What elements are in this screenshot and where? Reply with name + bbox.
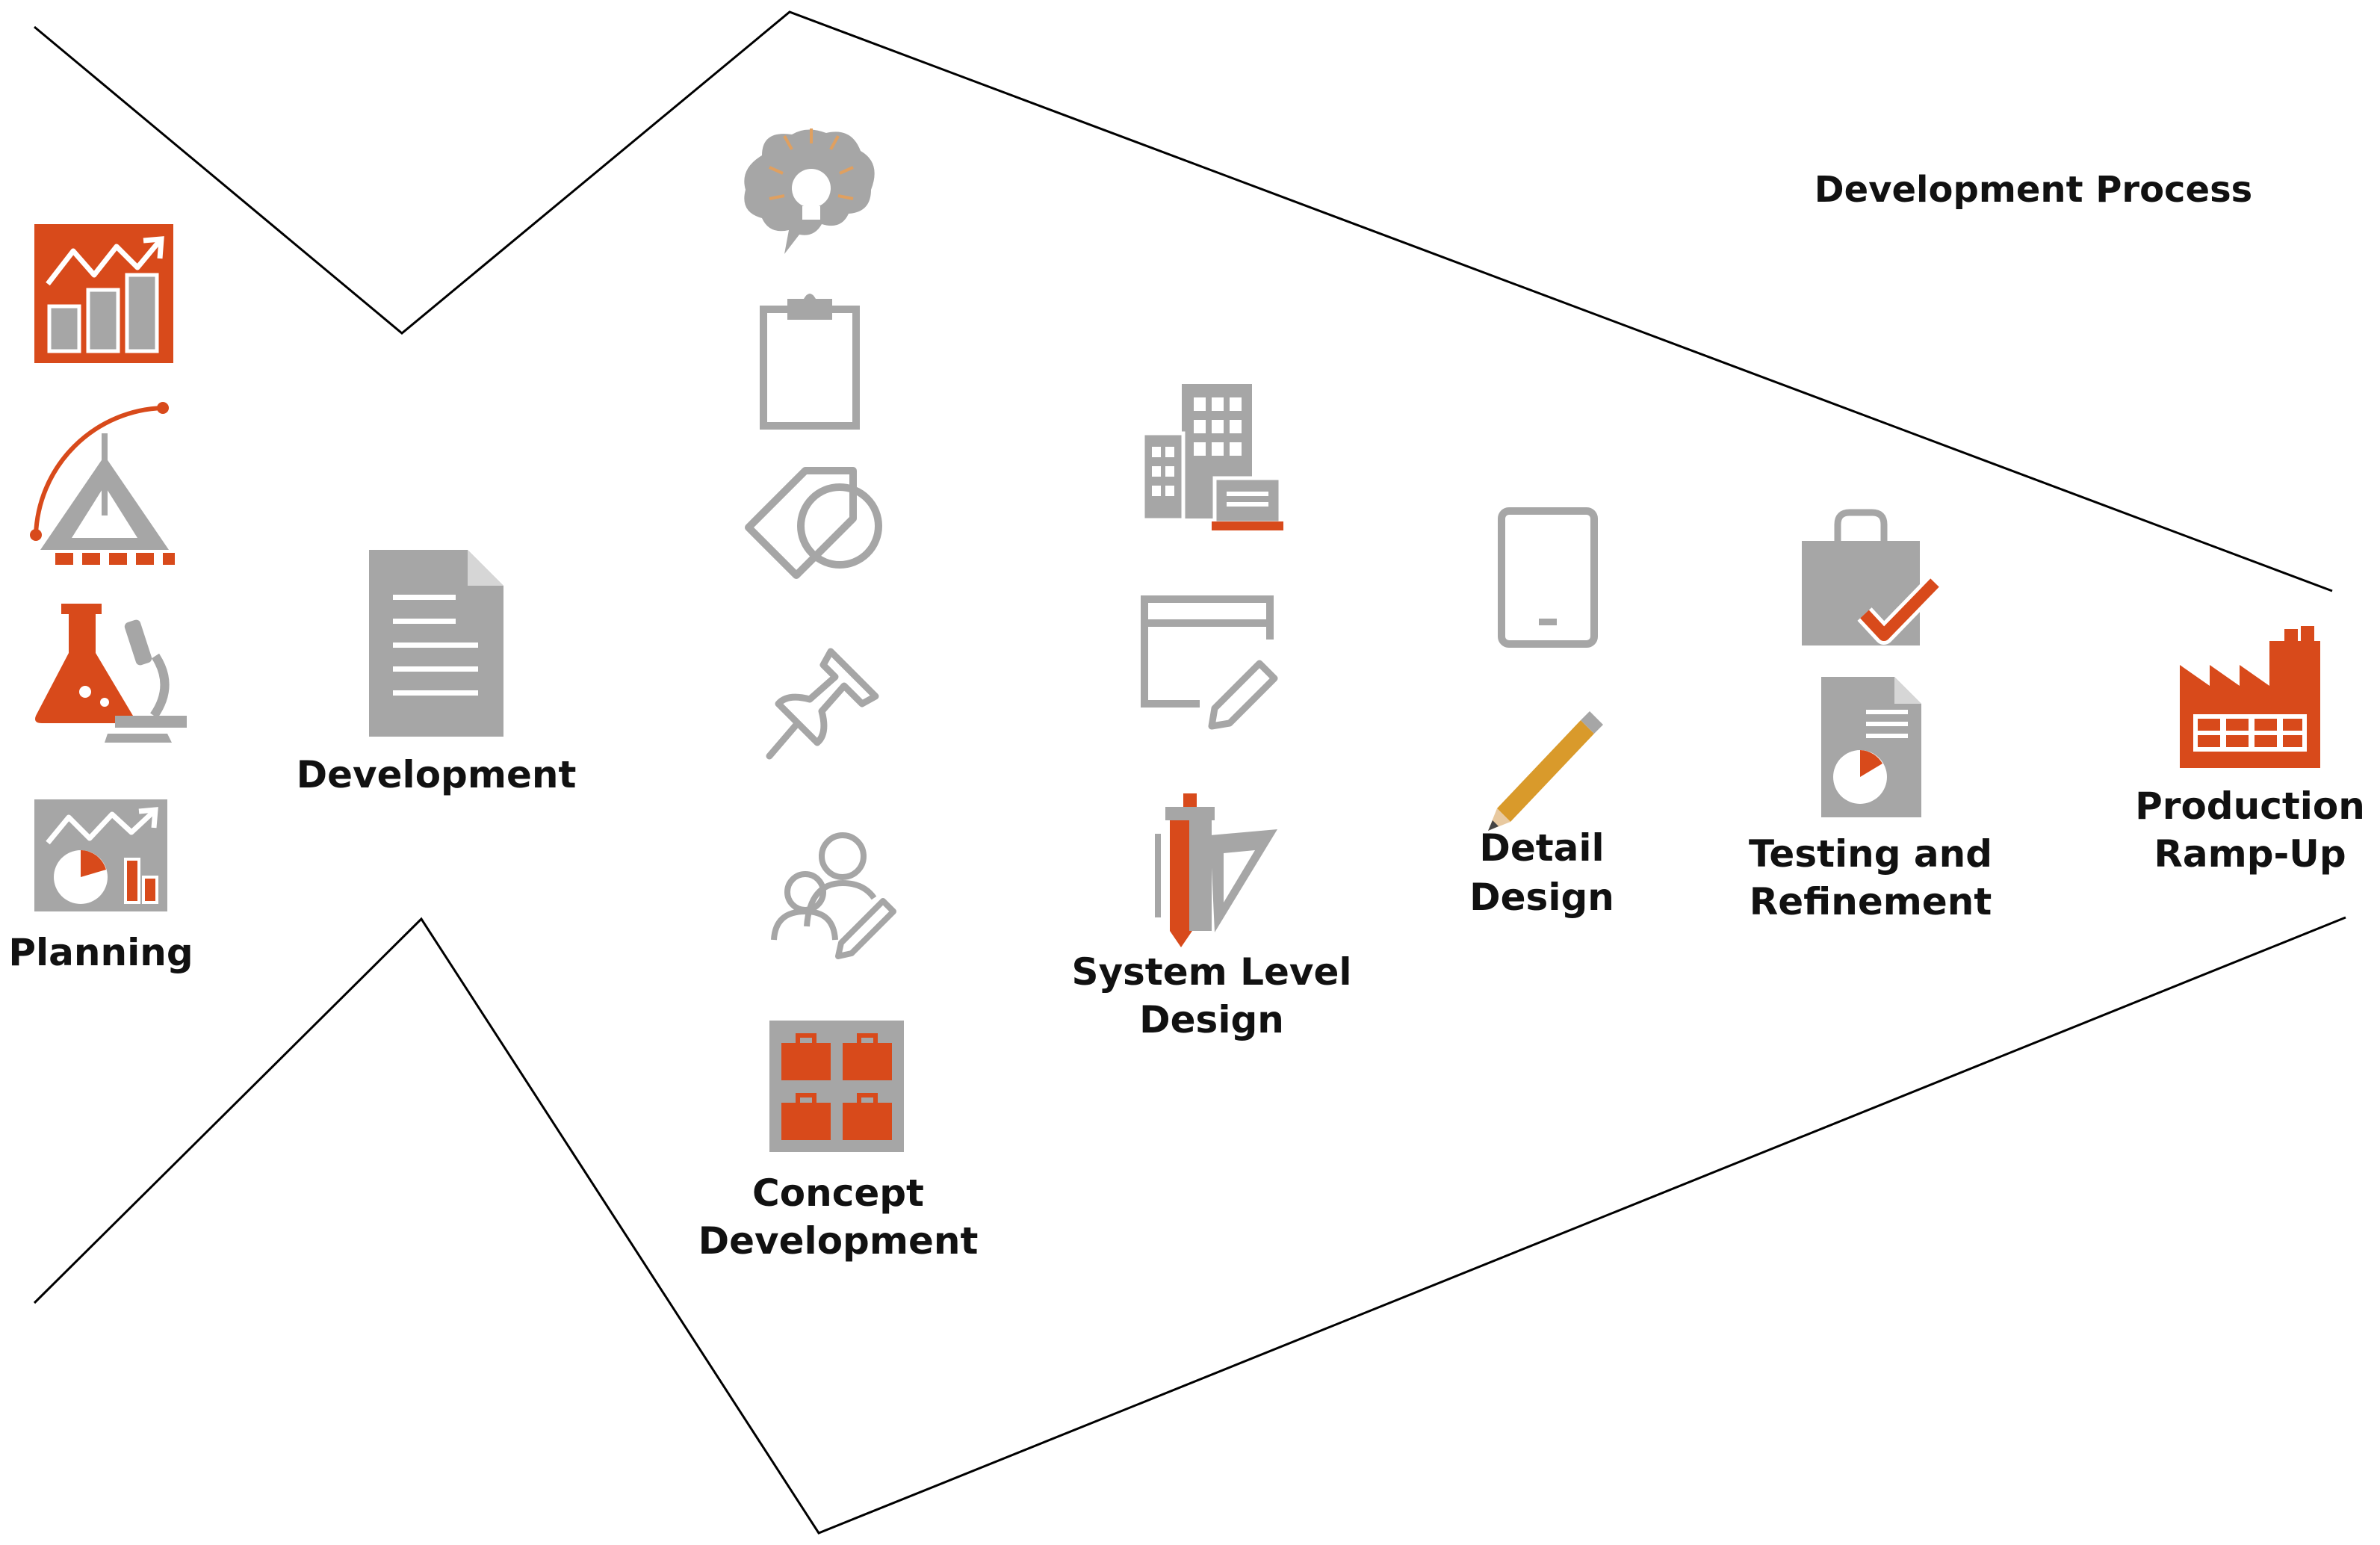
concept-label-line2: Development <box>698 1219 979 1263</box>
analytics-chart-icon <box>34 224 173 363</box>
drafting-tools-icon <box>1155 793 1277 947</box>
buildings-icon <box>1141 384 1283 530</box>
bag-check-icon <box>1802 509 1942 645</box>
factory-icon <box>2180 626 2320 768</box>
planning-chart-icon <box>34 799 167 911</box>
testing-label-line2: Refinement <box>1750 880 1992 923</box>
funnel-outline-bottom <box>33 916 2346 1535</box>
testing-label-line1: Testing and <box>1749 832 1992 876</box>
pushpin-icon <box>766 648 879 760</box>
briefcase-grid-icon <box>769 1021 904 1152</box>
science-lab-icon <box>35 604 187 743</box>
detail-label-line2: Design <box>1469 876 1614 919</box>
report-chart-icon <box>1821 677 1921 817</box>
idea-brain-icon <box>744 129 875 254</box>
gauge-icon <box>30 402 175 565</box>
window-edit-icon <box>1141 595 1278 730</box>
document-icon <box>369 550 503 737</box>
clipboard-icon <box>760 294 860 430</box>
planning-label: Planning <box>8 931 193 974</box>
production-label-line1: Production <box>2135 784 2365 828</box>
system-label-line2: Design <box>1139 998 1284 1041</box>
development-label: Development <box>297 753 577 796</box>
diagram-title: Development Process <box>1815 169 2252 211</box>
team-edit-icon <box>771 832 896 959</box>
detail-label-line1: Detail <box>1479 826 1604 870</box>
concept-label-line1: Concept <box>752 1171 924 1215</box>
funnel-outline-top <box>34 10 2333 592</box>
pencil-icon <box>1488 711 1603 831</box>
production-label-line2: Ramp-Up <box>2154 832 2346 876</box>
system-label-line1: System Level <box>1071 950 1351 994</box>
tablet-icon <box>1498 507 1598 648</box>
tag-shape-icon <box>745 467 882 579</box>
